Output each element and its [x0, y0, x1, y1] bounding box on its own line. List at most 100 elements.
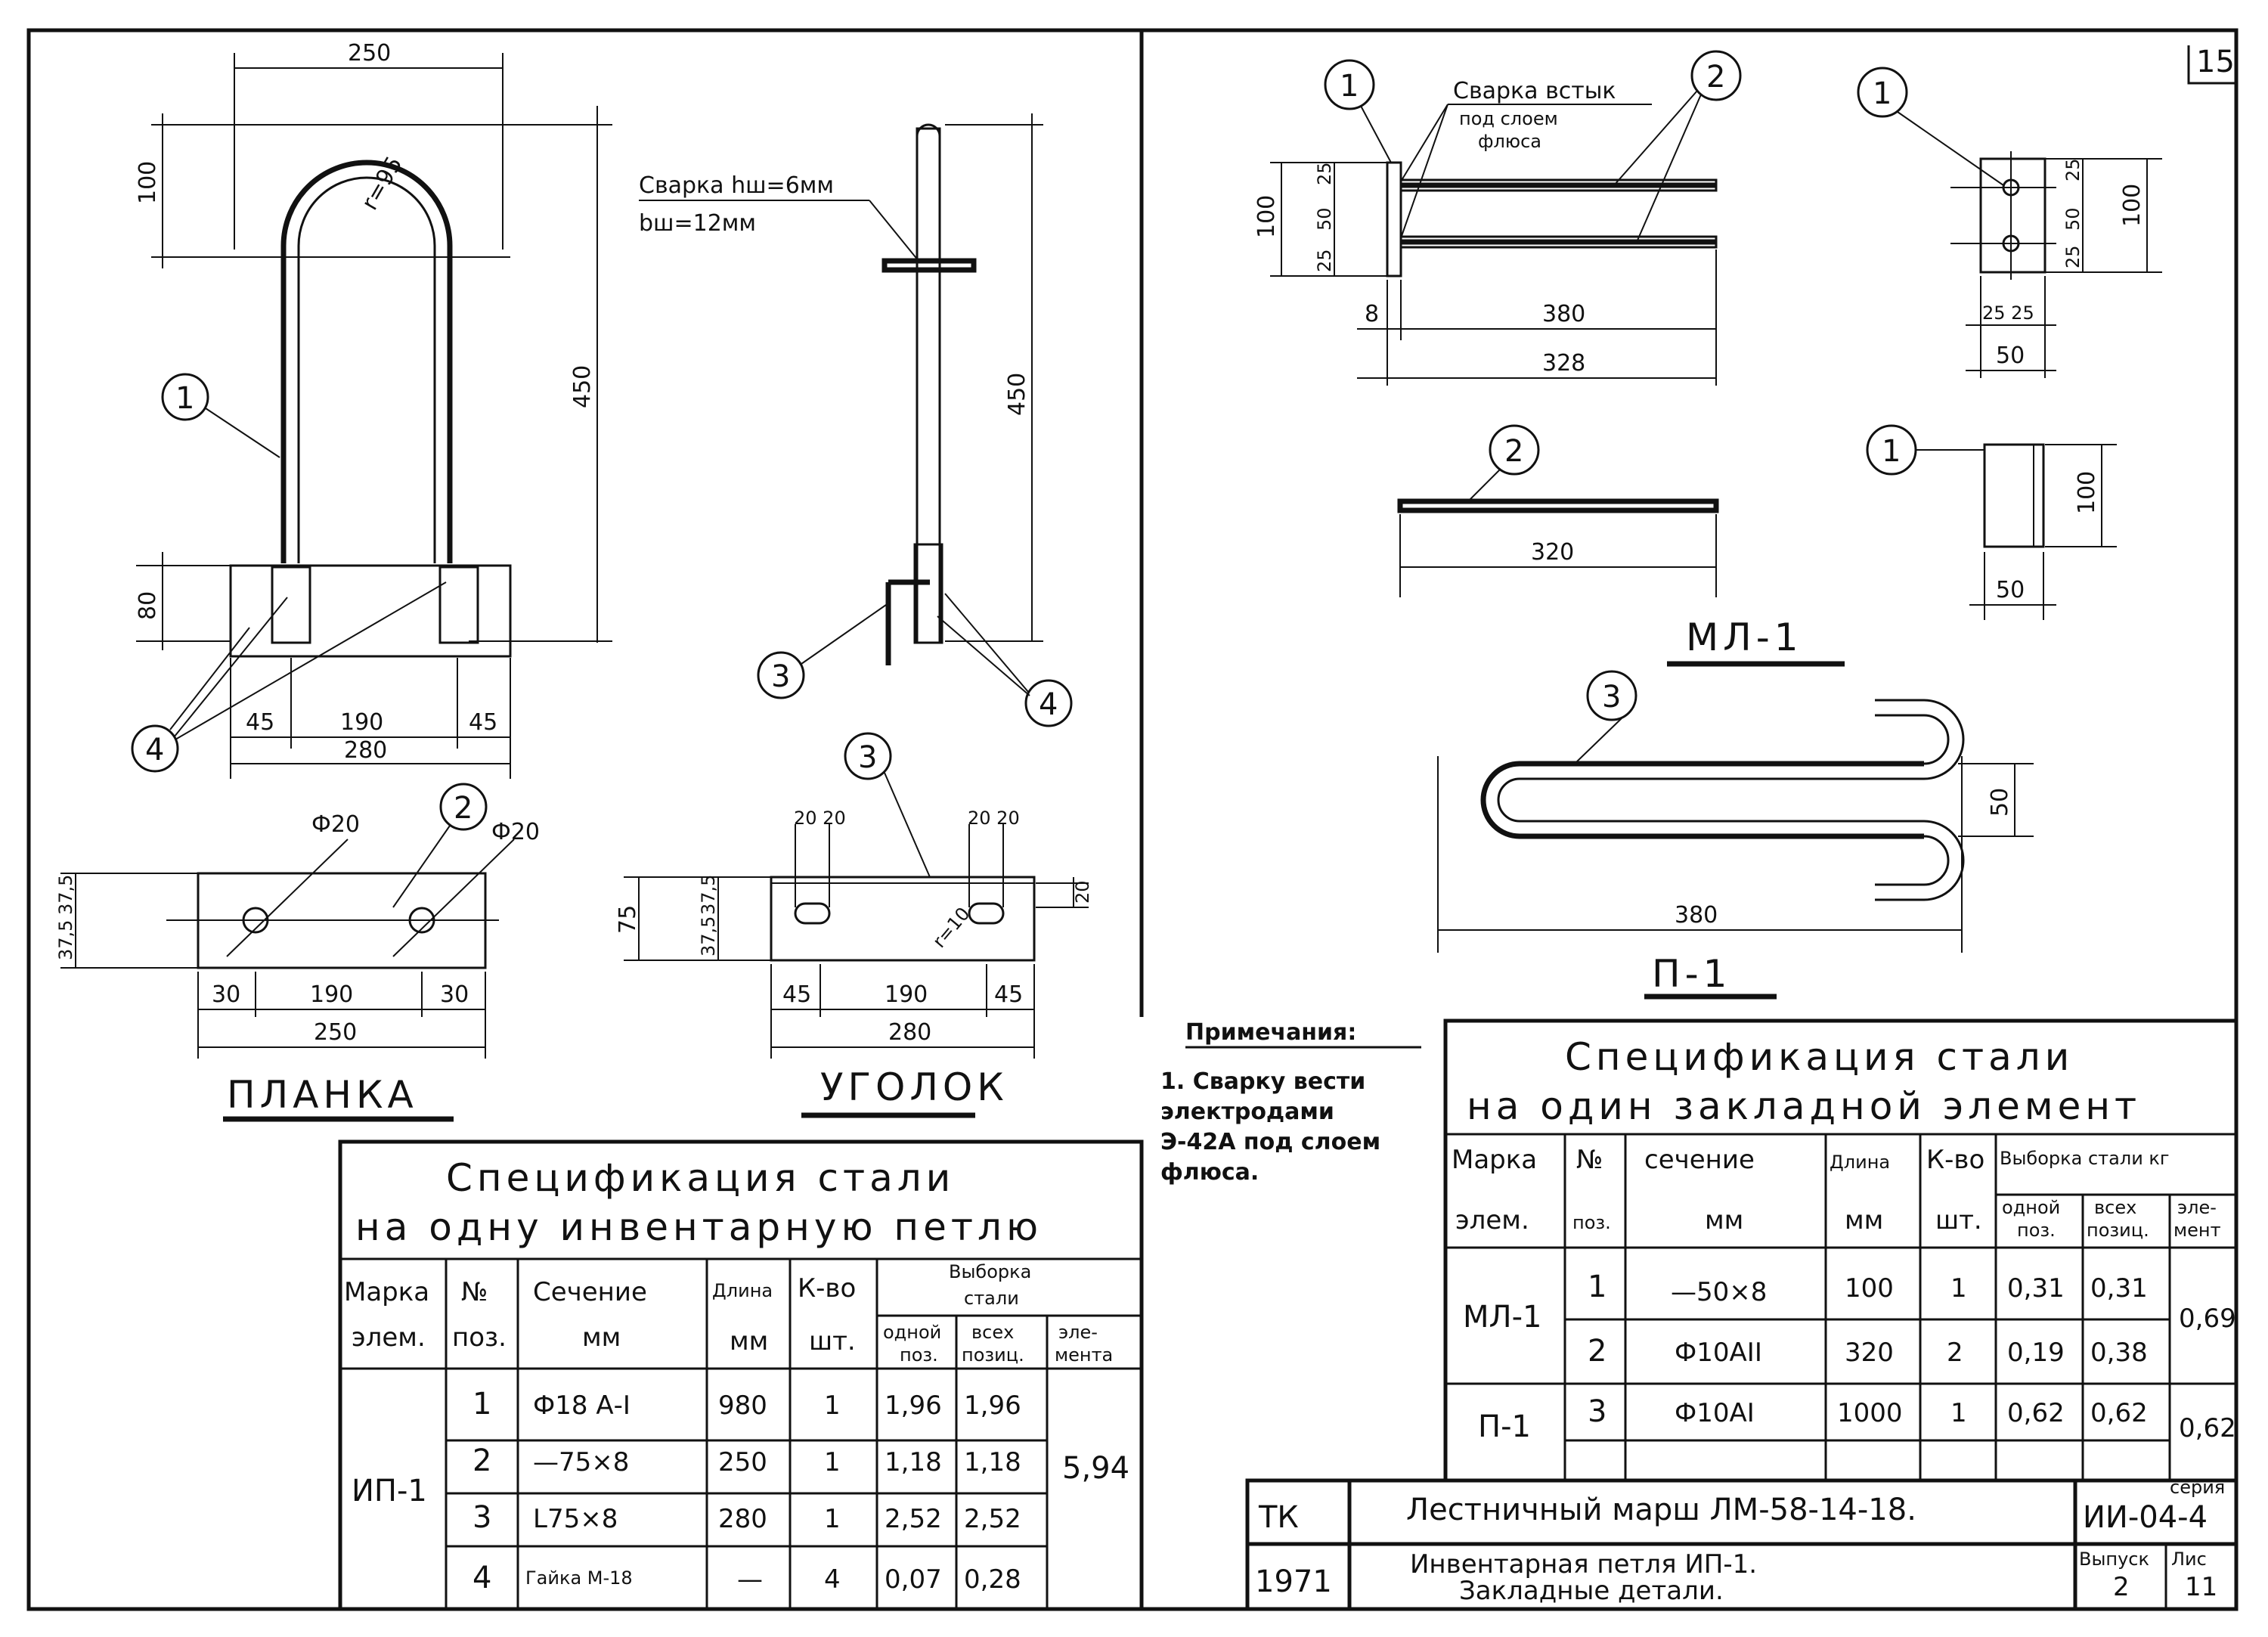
- svg-text:шт.: шт.: [809, 1326, 856, 1356]
- spec-loop-row-3: 3 L75×8 280 1 2,52 2,52: [472, 1500, 1021, 1535]
- ml1-assembly-view: 1 Сварка встык под слоем флюса 2 100 25 …: [1253, 50, 1742, 386]
- svg-text:Ф20: Ф20: [491, 819, 540, 845]
- spec-embed-row-1: 1 —50×8 100 1 0,31 0,31: [1588, 1270, 2148, 1307]
- svg-text:30: 30: [212, 981, 240, 1008]
- svg-text:20 20: 20 20: [968, 808, 1020, 829]
- svg-text:Марка: Марка: [344, 1277, 429, 1307]
- svg-text:250: 250: [718, 1447, 767, 1477]
- svg-text:позиц.: позиц.: [962, 1344, 1024, 1366]
- svg-text:1: 1: [1950, 1398, 1967, 1428]
- svg-text:4: 4: [1039, 687, 1058, 722]
- svg-text:Ф10АI: Ф10АI: [1675, 1398, 1755, 1428]
- svg-text:45: 45: [246, 709, 274, 736]
- svg-text:поз.: поз.: [2017, 1220, 2056, 1241]
- svg-text:Сварка hш=6мм: Сварка hш=6мм: [639, 172, 834, 199]
- svg-text:380: 380: [1675, 902, 1718, 929]
- ugolok-plan-view: 20 20 20 20 3 75 37,5 37,5 20 r=10 45 19…: [615, 732, 1093, 1118]
- svg-text:2: 2: [2113, 1572, 2130, 1602]
- svg-text:Марка: Марка: [1452, 1145, 1537, 1175]
- spec-loop-row-4: 4 Гайка М-18 — 4 0,07 0,28: [472, 1561, 1021, 1595]
- svg-text:Длина: Длина: [712, 1280, 773, 1301]
- svg-text:Спецификация стали: Спецификация стали: [1565, 1035, 2074, 1079]
- svg-text:элем.: элем.: [352, 1322, 426, 1353]
- svg-text:450: 450: [569, 365, 596, 408]
- spec-embed-row-2: 2 Ф10АII 320 2 0,19 0,38: [1588, 1334, 2148, 1369]
- svg-text:280: 280: [344, 737, 387, 764]
- svg-text:37,5: 37,5: [55, 875, 76, 915]
- title-line1: Лестничный марш ЛМ-58-14-18.: [1406, 1493, 1916, 1527]
- svg-text:1: 1: [1340, 69, 1359, 104]
- svg-text:мм: мм: [730, 1326, 768, 1356]
- svg-text:4: 4: [824, 1564, 841, 1595]
- svg-text:шт.: шт.: [1935, 1205, 1982, 1236]
- svg-text:20 20: 20 20: [794, 808, 846, 829]
- spec-table-loop: Спецификация стали на одну инвентарную п…: [338, 1139, 1144, 1611]
- svg-text:50: 50: [1987, 788, 2013, 817]
- title-block: ТК 1971 Лестничный марш ЛМ-58-14-18. Инв…: [1245, 1477, 2239, 1611]
- title-year: 1971: [1255, 1564, 1332, 1599]
- svg-text:0,38: 0,38: [2090, 1338, 2148, 1368]
- svg-text:Гайка М-18: Гайка М-18: [525, 1567, 633, 1589]
- svg-text:Ф20: Ф20: [311, 811, 360, 838]
- svg-text:1: 1: [824, 1391, 841, 1421]
- svg-text:0,62: 0,62: [2179, 1413, 2236, 1443]
- svg-text:1. Сварку вести: 1. Сварку вести: [1160, 1068, 1365, 1095]
- svg-text:К-во: К-во: [1926, 1145, 1984, 1175]
- planka-view: Ф20 Ф20 2 37,5 37,5 30 190 30 250 ПЛАНКА: [55, 783, 540, 1122]
- svg-text:100: 100: [135, 161, 161, 204]
- svg-text:одной: одной: [883, 1322, 941, 1343]
- svg-text:0,69: 0,69: [2179, 1304, 2236, 1334]
- svg-text:45: 45: [994, 981, 1023, 1008]
- svg-text:2: 2: [1947, 1338, 1963, 1368]
- svg-text:2: 2: [1588, 1334, 1606, 1369]
- svg-text:25 25: 25 25: [1982, 302, 2034, 324]
- svg-text:на одну инвентарную петлю: на одну инвентарную петлю: [355, 1205, 1043, 1249]
- spec-loop-row-2: 2 —75×8 250 1 1,18 1,18: [472, 1443, 1021, 1478]
- svg-text:45: 45: [469, 709, 497, 736]
- svg-text:37,5: 37,5: [55, 920, 76, 960]
- svg-text:0,07: 0,07: [885, 1564, 942, 1595]
- svg-text:0,62: 0,62: [2090, 1398, 2148, 1428]
- svg-text:П-1: П-1: [1478, 1409, 1531, 1444]
- svg-text:поз.: поз.: [452, 1322, 507, 1353]
- svg-text:Длина: Длина: [1830, 1152, 1890, 1173]
- svg-text:флюса: флюса: [1478, 131, 1541, 152]
- ugolok-title: УГОЛОК: [820, 1065, 1009, 1109]
- svg-text:1,18: 1,18: [885, 1447, 942, 1477]
- svg-text:0,31: 0,31: [2007, 1273, 2065, 1304]
- ml1-title: МЛ-1: [1686, 615, 1803, 659]
- svg-text:250: 250: [314, 1019, 357, 1046]
- loop-front-view: 250 100 r=95 450 80 45 190 45 280 1 4: [131, 40, 612, 779]
- svg-text:320: 320: [1531, 539, 1574, 566]
- svg-text:50: 50: [1996, 343, 2025, 369]
- svg-text:37,5: 37,5: [698, 875, 719, 915]
- svg-text:980: 980: [718, 1391, 767, 1421]
- svg-text:элем.: элем.: [1455, 1205, 1529, 1236]
- ugolok-rod: [916, 127, 941, 644]
- svg-text:2,52: 2,52: [964, 1504, 1021, 1534]
- svg-text:3: 3: [1602, 680, 1621, 715]
- svg-text:Лис: Лис: [2171, 1549, 2207, 1570]
- svg-text:25: 25: [2062, 158, 2084, 181]
- svg-text:45: 45: [782, 981, 811, 1008]
- p1-view: 3 50 380 П-1: [1437, 670, 2034, 1000]
- svg-text:одной: одной: [2002, 1197, 2060, 1218]
- svg-text:№: №: [461, 1277, 488, 1307]
- svg-text:флюса.: флюса.: [1160, 1159, 1259, 1186]
- svg-text:50: 50: [2062, 207, 2084, 231]
- svg-text:мента: мента: [1055, 1344, 1113, 1366]
- svg-text:250: 250: [348, 40, 391, 67]
- svg-text:3: 3: [1588, 1394, 1606, 1429]
- title-org: ТК: [1258, 1500, 1299, 1535]
- svg-text:0,19: 0,19: [2007, 1338, 2065, 1368]
- svg-text:—50×8: —50×8: [1671, 1277, 1767, 1307]
- svg-text:2,52: 2,52: [885, 1504, 942, 1534]
- svg-text:bш=12мм: bш=12мм: [639, 210, 756, 237]
- corner-sheet-number: 15: [2196, 45, 2235, 79]
- svg-text:Выборка стали кг: Выборка стали кг: [2000, 1148, 2170, 1169]
- svg-text:0,62: 0,62: [2007, 1398, 2065, 1428]
- ml1-plate-view: 1 25 50 25 100 25 25 50: [1857, 67, 2162, 378]
- svg-text:на один закладной элемент: на один закладной элемент: [1467, 1084, 2141, 1128]
- svg-text:11: 11: [2185, 1572, 2217, 1602]
